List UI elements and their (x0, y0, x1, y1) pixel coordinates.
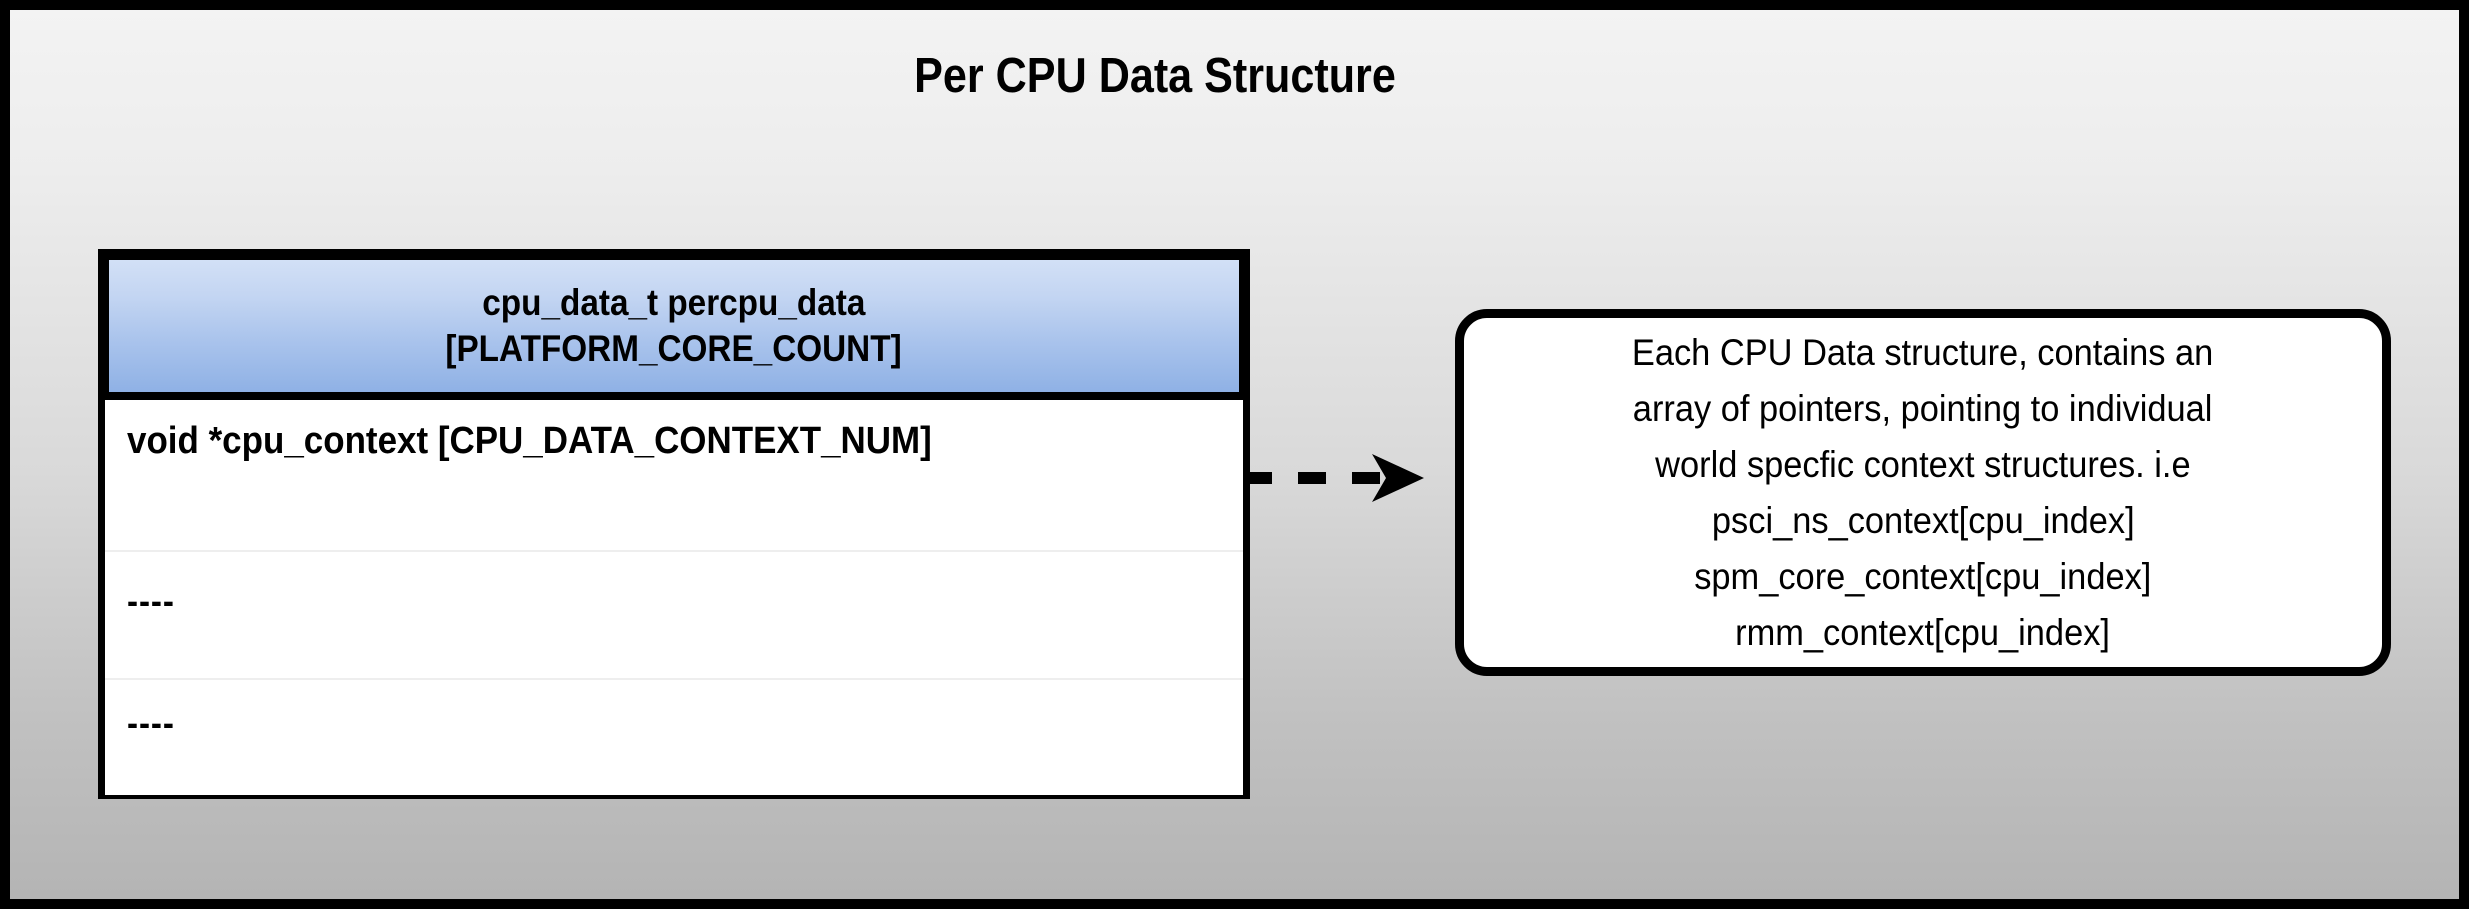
callout-line: spm_core_context[cpu_index] (1694, 555, 2152, 597)
struct-table-body: void *cpu_context [CPU_DATA_CONTEXT_NUM]… (102, 400, 1246, 795)
struct-field-placeholder-2: ---- (127, 702, 175, 743)
table-row: ---- (105, 550, 1243, 678)
callout-line: rmm_context[cpu_index] (1735, 611, 2111, 653)
callout-line: array of pointers, pointing to individua… (1633, 387, 2213, 429)
dashed-arrow-connector (1244, 454, 1424, 502)
table-row: void *cpu_context [CPU_DATA_CONTEXT_NUM] (105, 400, 1243, 550)
callout-line: world specfic context structures. i.e (1655, 443, 2191, 485)
callout-box: Each CPU Data structure, contains an arr… (1455, 309, 2391, 676)
struct-header-line-2: [PLATFORM_CORE_COUNT] (445, 328, 903, 369)
struct-field-cpu-context: void *cpu_context [CPU_DATA_CONTEXT_NUM] (127, 420, 932, 462)
table-row: ---- (105, 678, 1243, 793)
page-title: Per CPU Data Structure (914, 49, 1396, 103)
callout-line: Each CPU Data structure, contains an (1632, 331, 2214, 373)
struct-field-placeholder-1: ---- (127, 580, 175, 621)
percpu-data-struct-table: cpu_data_t percpu_data [PLATFORM_CORE_CO… (98, 249, 1250, 799)
callout-line: psci_ns_context[cpu_index] (1711, 499, 2135, 541)
struct-table-header: cpu_data_t percpu_data [PLATFORM_CORE_CO… (102, 253, 1246, 400)
struct-header-line-1: cpu_data_t percpu_data (482, 282, 866, 323)
